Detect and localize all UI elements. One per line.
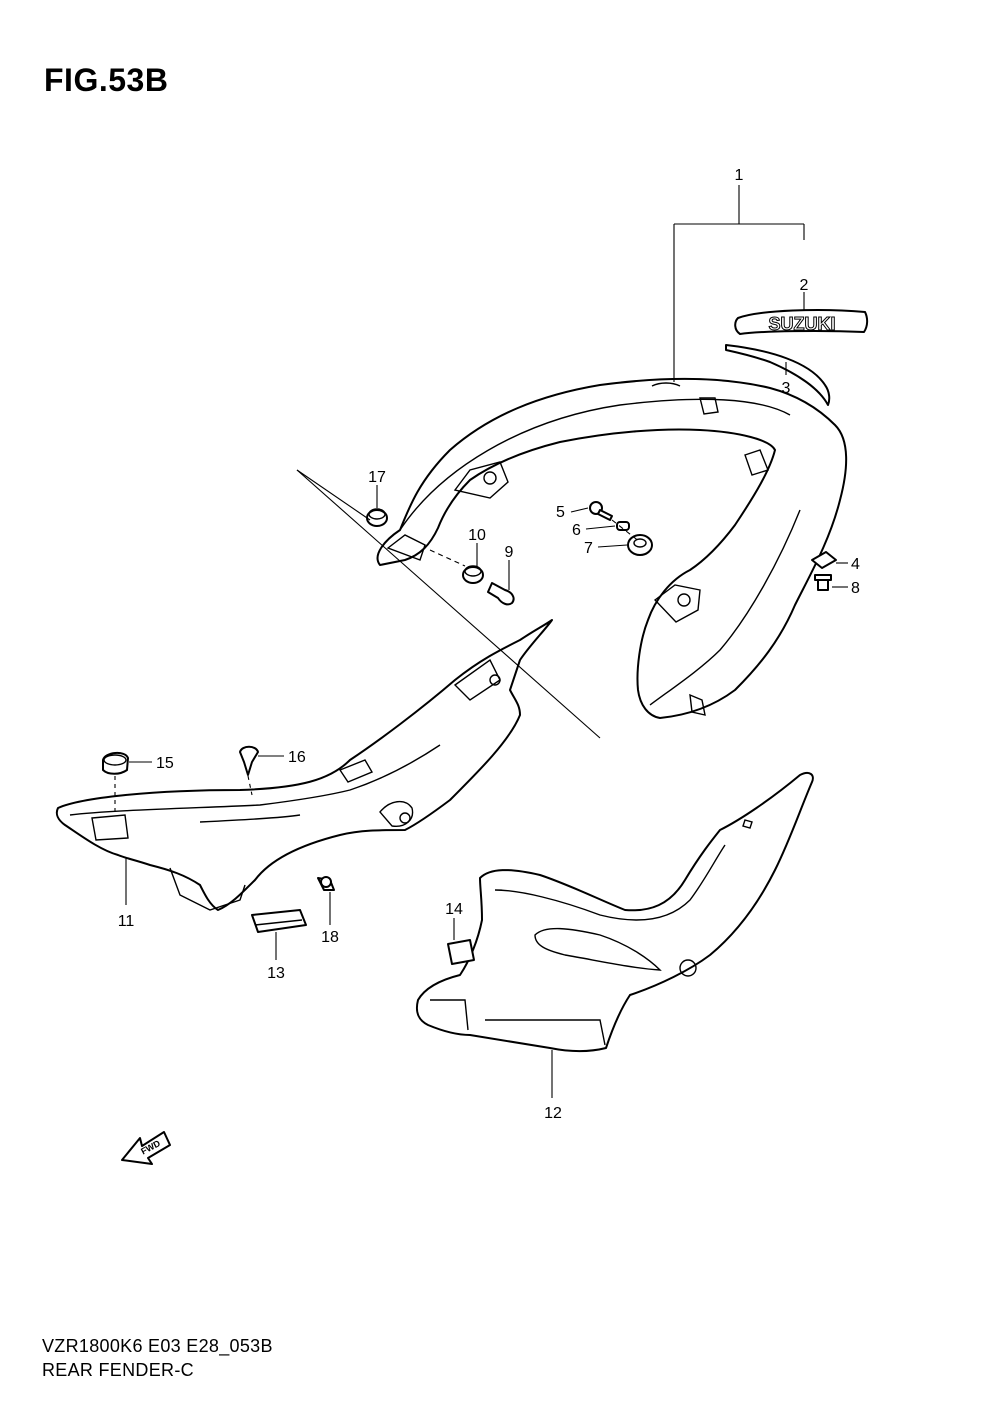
callout-11: 11 <box>118 913 135 930</box>
suzuki-emblem: SUZUKI <box>734 309 869 335</box>
callout-5: 5 <box>556 504 565 521</box>
left-frame-cover <box>55 619 553 911</box>
fwd-arrow-icon: FWD <box>121 1131 171 1165</box>
right-frame-cover <box>415 772 814 1052</box>
callout-7: 7 <box>584 540 593 557</box>
callout-3: 3 <box>782 380 791 397</box>
callout-9: 9 <box>505 544 514 561</box>
callout-16: 16 <box>288 749 306 766</box>
rear-fender-cover <box>376 378 848 719</box>
emblem-text: SUZUKI <box>769 314 836 334</box>
model-code: VZR1800K6 E03 E28_053B <box>42 1336 273 1356</box>
callout-14: 14 <box>445 901 463 918</box>
callout-18: 18 <box>321 929 339 946</box>
section-name: REAR FENDER-C <box>42 1360 194 1380</box>
callout-15: 15 <box>156 755 174 772</box>
callout-17: 17 <box>368 469 386 486</box>
callout-6: 6 <box>572 522 581 539</box>
callout-8: 8 <box>851 580 860 597</box>
callout-numbers: 1 2 3 4 5 6 7 8 9 10 11 12 13 14 15 16 1… <box>118 167 860 1122</box>
callout-4: 4 <box>851 556 860 573</box>
callout-12: 12 <box>544 1105 562 1122</box>
leader-lines <box>114 185 848 1098</box>
callout-2: 2 <box>800 277 809 294</box>
small-parts <box>102 745 475 965</box>
fasteners <box>366 501 837 606</box>
callout-1: 1 <box>735 167 744 184</box>
figure-title: FIG.53B <box>44 62 169 98</box>
callout-13: 13 <box>267 965 285 982</box>
callout-10: 10 <box>468 527 486 544</box>
trim-strip <box>725 344 831 406</box>
